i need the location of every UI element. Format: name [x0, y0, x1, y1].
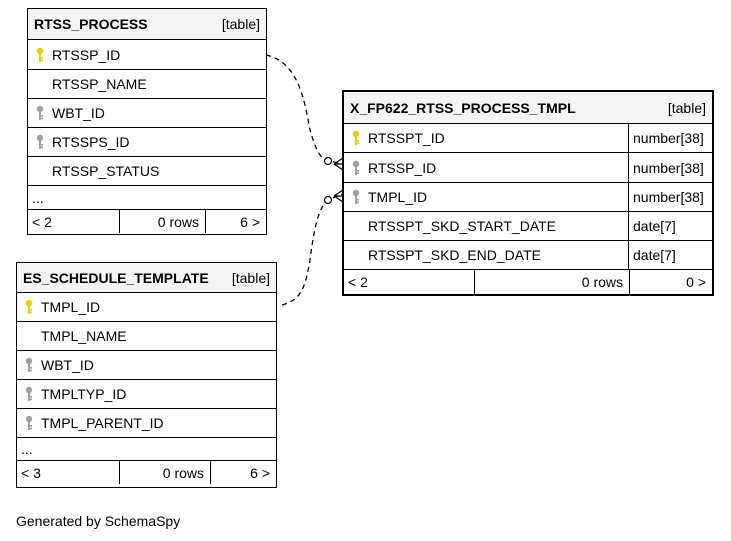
relationship-tmpl-id [281, 193, 344, 306]
column-type: number[38] [628, 183, 712, 211]
more-columns: ... [28, 186, 266, 210]
column-name: TMPL_NAME [41, 328, 127, 344]
foreign-key-icon [344, 160, 368, 176]
table-es-schedule-template[interactable]: ES_SCHEDULE_TEMPLATE [table] TMPL_ID TMP… [16, 262, 277, 488]
table-name: ES_SCHEDULE_TEMPLATE [23, 269, 209, 286]
table-header[interactable]: X_FP622_RTSS_PROCESS_TMPL [table] [344, 92, 712, 124]
table-x-fp622-rtss-process-tmpl[interactable]: X_FP622_RTSS_PROCESS_TMPL [table] RTSSPT… [342, 90, 714, 296]
column-row: RTSSPS_ID [28, 128, 266, 157]
column-name: RTSSP_ID [368, 159, 437, 176]
row-count: 0 rows [120, 461, 211, 484]
foreign-key-icon [28, 134, 52, 150]
column-name: RTSSPS_ID [52, 134, 130, 150]
zero-marker [323, 156, 333, 166]
table-kind: [table] [667, 99, 706, 116]
generated-by-credit: Generated by SchemaSpy [16, 513, 181, 529]
foreign-key-icon [344, 189, 368, 205]
column-row: TMPL_ID [17, 293, 276, 322]
column-name: WBT_ID [41, 357, 94, 373]
column-name: RTSSPT_SKD_END_DATE [368, 247, 541, 263]
crows-foot-marker [333, 189, 344, 203]
row-count: 0 rows [120, 210, 206, 233]
column-name: RTSSP_ID [52, 46, 121, 63]
table-footer: < 2 0 rows 0 > [344, 270, 712, 294]
table-footer: < 3 0 rows 6 > [17, 461, 276, 484]
children-count[interactable]: 0 > [686, 274, 706, 290]
relationship-rtssp-id [265, 54, 344, 165]
table-kind: [table] [221, 16, 260, 32]
primary-key-icon [344, 130, 368, 146]
children-count[interactable]: 6 > [240, 213, 260, 230]
column-row: TMPL_PARENT_ID [17, 409, 276, 438]
column-name: RTSSPT_SKD_START_DATE [368, 218, 557, 234]
foreign-key-icon [17, 386, 41, 402]
column-name: TMPLTYP_ID [41, 386, 127, 402]
more-columns: ... [17, 438, 276, 461]
column-name: RTSSP_STATUS [52, 163, 160, 179]
column-row: RTSSP_ID number[38] [344, 153, 712, 183]
table-name: RTSS_PROCESS [34, 16, 148, 32]
row-count: 0 rows [475, 270, 630, 294]
column-type: date[7] [628, 212, 712, 240]
parents-count[interactable]: < 2 [344, 270, 475, 294]
column-type: number[38] [628, 124, 712, 152]
column-row: RTSSPT_SKD_START_DATE date[7] [344, 212, 712, 241]
column-row: TMPLTYP_ID [17, 380, 276, 409]
column-type: date[7] [628, 241, 712, 269]
primary-key-icon [17, 299, 41, 315]
zero-marker [323, 195, 333, 205]
column-row: TMPL_ID number[38] [344, 183, 712, 212]
column-name: RTSSP_NAME [52, 76, 147, 92]
table-footer: < 2 0 rows 6 > [28, 210, 266, 233]
column-name: TMPL_PARENT_ID [41, 415, 164, 431]
table-header[interactable]: RTSS_PROCESS [table] [28, 9, 266, 40]
table-name: X_FP622_RTSS_PROCESS_TMPL [350, 99, 576, 116]
table-rtss-process[interactable]: RTSS_PROCESS [table] RTSSP_ID RTSSP_NAME… [27, 8, 267, 235]
table-header[interactable]: ES_SCHEDULE_TEMPLATE [table] [17, 263, 276, 293]
crows-foot-marker [333, 157, 344, 171]
column-type: number[38] [628, 153, 712, 182]
primary-key-icon [28, 47, 52, 63]
column-name: TMPL_ID [368, 189, 428, 205]
column-row: RTSSPT_SKD_END_DATE date[7] [344, 241, 712, 270]
children-count[interactable]: 6 > [250, 464, 270, 481]
column-row: RTSSP_STATUS [28, 157, 266, 186]
foreign-key-icon [17, 357, 41, 373]
column-name: TMPL_ID [41, 299, 101, 315]
column-name: RTSSPT_ID [368, 130, 445, 146]
table-kind: [table] [231, 269, 270, 286]
column-row: RTSSP_ID [28, 40, 266, 70]
column-name: WBT_ID [52, 105, 105, 121]
column-row: RTSSP_NAME [28, 70, 266, 99]
foreign-key-icon [28, 105, 52, 121]
column-row: RTSSPT_ID number[38] [344, 124, 712, 153]
foreign-key-icon [17, 415, 41, 431]
parents-count[interactable]: < 2 [28, 210, 120, 233]
column-row: WBT_ID [28, 99, 266, 128]
parents-count[interactable]: < 3 [17, 461, 120, 484]
column-row: TMPL_NAME [17, 322, 276, 351]
column-row: WBT_ID [17, 351, 276, 380]
